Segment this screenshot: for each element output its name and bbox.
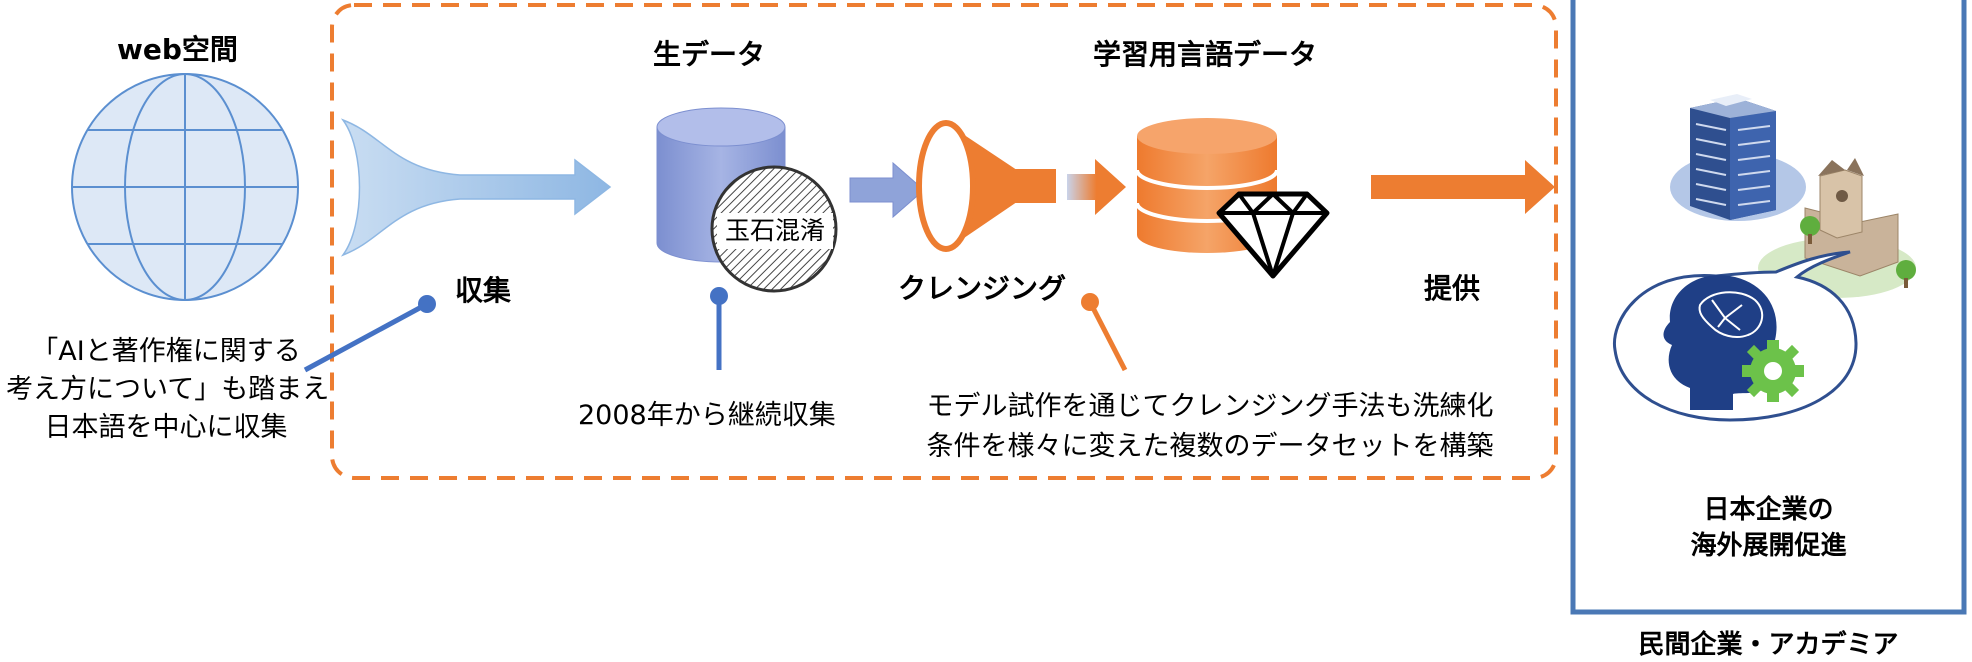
left-note-line: 考え方について」も踏まえ <box>6 374 330 405</box>
cleansing-note-line: モデル試作を通じてクレンジング手法も洗練化 <box>926 391 1494 422</box>
raw-data-title: 生データ <box>653 38 766 71</box>
gear-icon <box>1742 340 1804 402</box>
mixed-quality-badge-label: 玉石混淆 <box>724 216 825 245</box>
process-frame <box>330 3 1558 480</box>
right-panel-footer: 民間企業・アカデミア <box>1638 630 1899 660</box>
diamond-icon <box>1216 191 1330 279</box>
cleansing-note-pointer-dot <box>1081 293 1099 311</box>
left-note-pointer <box>303 301 429 373</box>
raw-note: 2008年から継続収集 <box>578 400 836 431</box>
globe-icon <box>71 73 299 301</box>
right-panel-caption-line: 日本企業の <box>1703 495 1834 525</box>
left-note-line: 日本語を中心に収集 <box>44 412 288 443</box>
to-cleansing-arrow <box>849 161 925 219</box>
collect-label: 収集 <box>455 274 512 307</box>
provide-label: 提供 <box>1424 272 1481 305</box>
ai-head-icon <box>1663 274 1804 410</box>
right-panel-caption: 日本企業の 海外展開促進 <box>1573 492 1964 564</box>
right-panel-caption-line: 海外展開促進 <box>1690 531 1847 561</box>
web-space-title: web空間 <box>117 33 238 66</box>
left-note: 「AIと著作権に関する 考え方について」も踏まえ 日本語を中心に収集 <box>6 333 330 447</box>
cleansing-funnel-icon <box>916 120 1056 252</box>
to-training-arrow <box>1067 159 1126 215</box>
provide-arrow <box>1371 160 1555 214</box>
office-building-icon <box>1670 94 1806 221</box>
left-note-line: 「AIと著作権に関する <box>31 336 301 367</box>
collect-funnel-arrow <box>340 118 612 257</box>
cleansing-note-pointer <box>1087 300 1128 372</box>
mixed-quality-badge <box>710 165 838 293</box>
cleansing-note-line: 条件を様々に変えた複数のデータセットを構築 <box>926 431 1494 462</box>
left-note-pointer-dot <box>418 295 436 313</box>
training-data-title: 学習用言語データ <box>1093 38 1318 71</box>
raw-note-pointer-dot <box>710 287 728 305</box>
cleansing-note: モデル試作を通じてクレンジング手法も洗練化 条件を様々に変えた複数のデータセット… <box>915 387 1505 467</box>
cleansing-label: クレンジング <box>898 272 1067 305</box>
